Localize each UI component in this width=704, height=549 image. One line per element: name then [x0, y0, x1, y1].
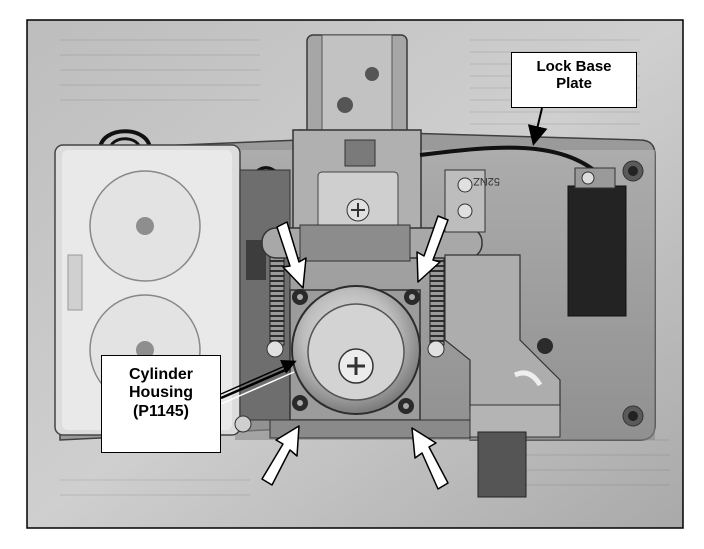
- housing-stamp: 52NZ: [473, 175, 500, 187]
- lock-base-plate-label: Lock Base Plate: [511, 52, 637, 108]
- label-line: Lock Base: [536, 58, 612, 75]
- label-line: Plate: [556, 75, 592, 93]
- pointer-arrows: [261, 215, 449, 490]
- label-line: Housing: [129, 384, 193, 402]
- label-line: (P1145): [132, 402, 190, 420]
- label-line: Cylinder: [128, 366, 193, 383]
- cylinder-housing-label: Cylinder Housing (P1145): [101, 355, 221, 453]
